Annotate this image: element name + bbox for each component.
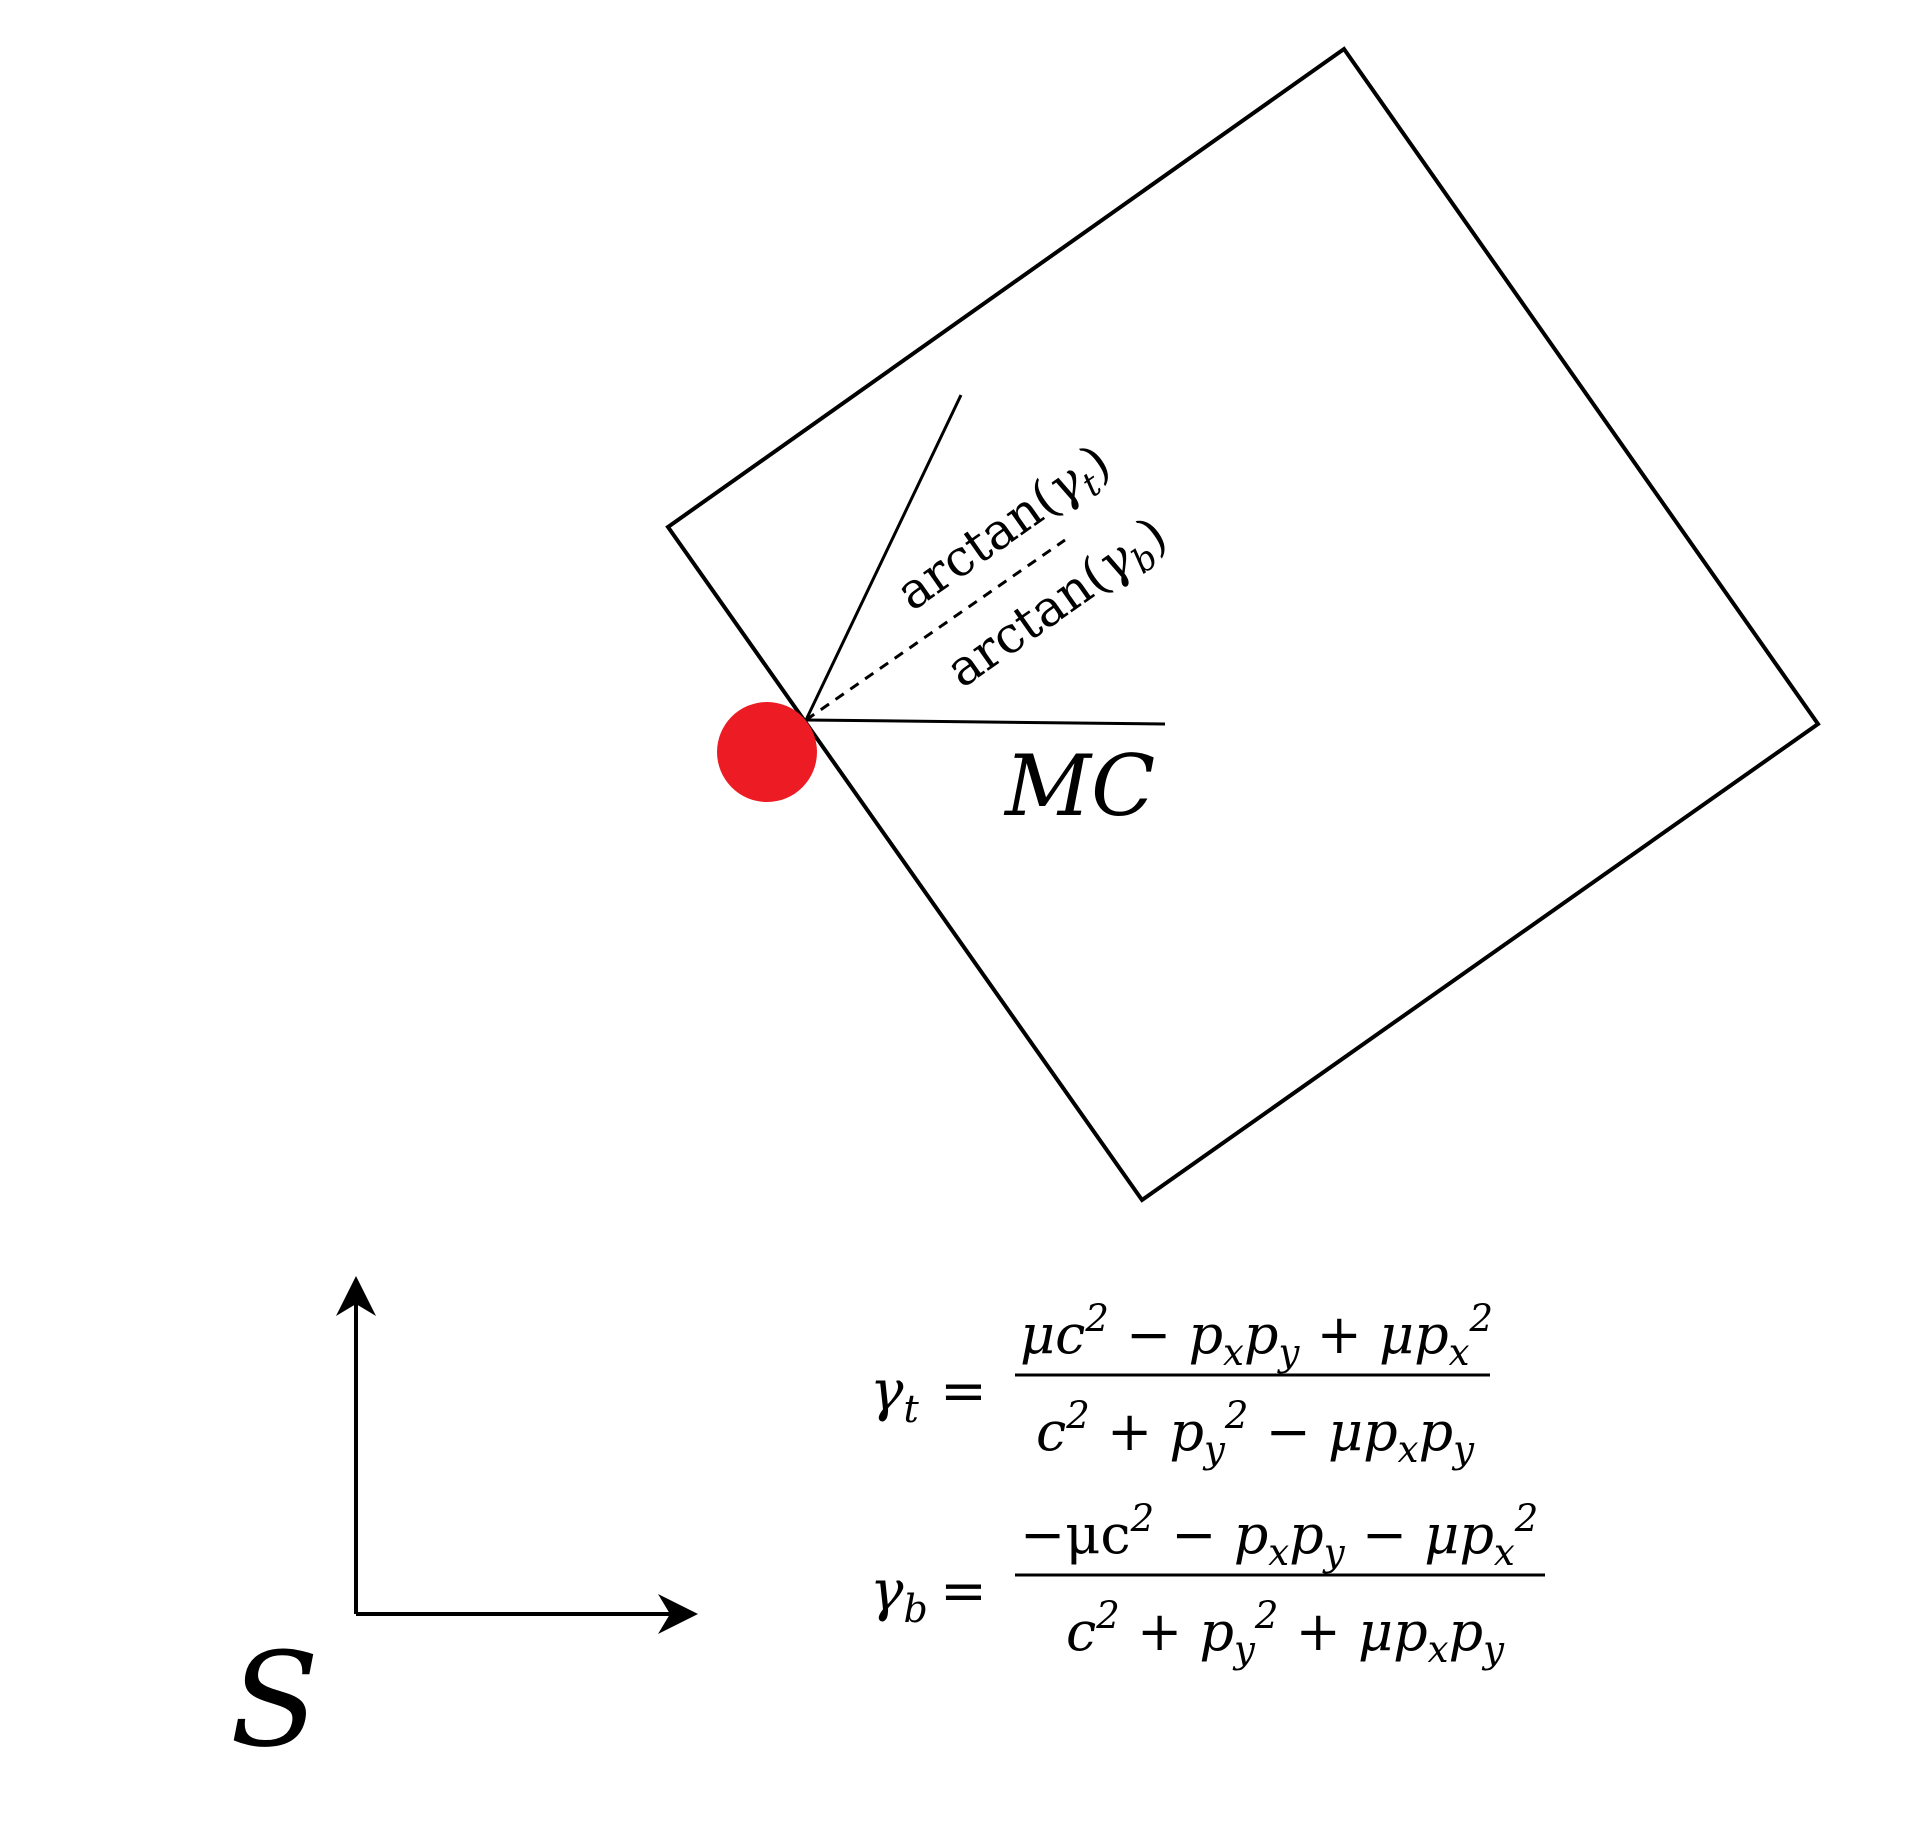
frame-label: S [230,1624,319,1776]
eq-b-numerator: −μc2 − pxpy − μpx2 [1020,1497,1538,1574]
eq-b-lhs-sym: γ [870,1559,904,1624]
math-token: p [1244,1303,1279,1366]
object-square [665,46,1821,1203]
math-token: 2 [1469,1297,1494,1340]
eq-t-lhs-sub: t [903,1387,919,1431]
math-token: p [1188,1303,1223,1366]
math-token: 2 [1514,1497,1539,1540]
math-token: μc [1020,1303,1085,1366]
math-token: p [1234,1503,1269,1566]
math-token: p [1199,1600,1234,1663]
math-token: c [1066,1600,1096,1663]
math-token: μp [1358,1600,1428,1663]
math-token: 2 [1130,1497,1155,1540]
math-token: p [1419,1400,1454,1463]
eq-t-lhs-sym: γ [870,1359,904,1424]
eq-t-equals: = [940,1359,987,1424]
math-token: 2 [1084,1297,1109,1340]
math-token: μp [1424,1503,1494,1566]
math-token: y [1232,1628,1256,1671]
math-token: −μc [1020,1503,1131,1566]
math-token: − [1345,1503,1425,1566]
math-token: μp [1379,1303,1449,1366]
math-token: + [1120,1600,1200,1663]
svg-text:γb: γb [870,1559,928,1631]
math-token: x [1398,1428,1419,1471]
math-token: 2 [1254,1594,1279,1637]
math-token: + [1278,1600,1358,1663]
math-token: 2 [1095,1594,1120,1637]
math-token: + [1090,1400,1170,1463]
eq-b-denominator: c2 + py2 + μpxpy [1066,1594,1505,1671]
math-token: y [1481,1628,1505,1671]
math-token: c [1036,1400,1066,1463]
svg-text:γt: γt [870,1359,919,1431]
eq-b-lhs-sub: b [903,1587,927,1631]
math-token: y [1322,1531,1346,1574]
cone-top-line [804,394,963,721]
math-token: p [1169,1400,1204,1463]
eq-b-equals: = [940,1559,987,1624]
math-token: y [1451,1428,1475,1471]
math-token: − [1109,1303,1189,1366]
math-token: y [1202,1428,1226,1471]
math-token: 2 [1224,1394,1249,1437]
math-token: y [1277,1331,1301,1374]
math-token: x [1449,1331,1470,1374]
contact-point [717,702,817,802]
math-token: p [1449,1600,1484,1663]
math-token: x [1494,1531,1515,1574]
contact-normal-line [805,718,1166,726]
eq-t-numerator: μc2 − pxpy + μpx2 [1020,1297,1493,1374]
math-token: p [1289,1503,1324,1566]
equation-gamma-t: γt = μc2 − pxpy + μpx2 c2 + py2 − μpxpy [870,1297,1493,1471]
math-token: x [1223,1331,1244,1374]
math-token: − [1154,1503,1234,1566]
math-token: μp [1328,1400,1398,1463]
mc-label: MC [1003,737,1155,835]
math-token: 2 [1065,1394,1090,1437]
math-token: + [1299,1303,1379,1366]
math-token: − [1248,1400,1328,1463]
math-token: x [1268,1531,1289,1574]
equation-gamma-b: γb = −μc2 − pxpy − μpx2 c2 + py2 + μpxpy [870,1497,1545,1671]
eq-t-denominator: c2 + py2 − μpxpy [1036,1394,1475,1471]
math-token: x [1428,1628,1449,1671]
